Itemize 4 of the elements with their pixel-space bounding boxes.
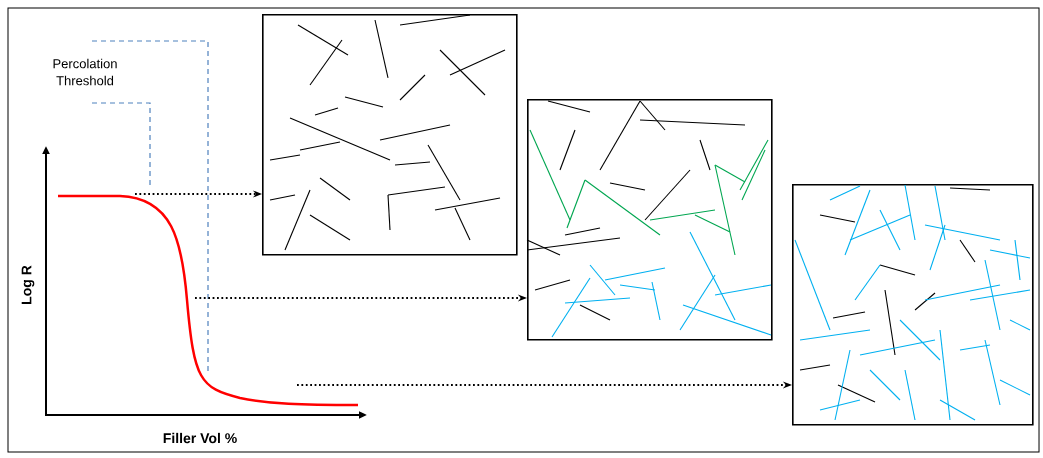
axis-label: Filler Vol % [163, 432, 237, 444]
resistance-curve [58, 194, 358, 407]
axis-label: Log R [21, 265, 35, 304]
threshold-label: Percolation Threshold [53, 58, 117, 86]
